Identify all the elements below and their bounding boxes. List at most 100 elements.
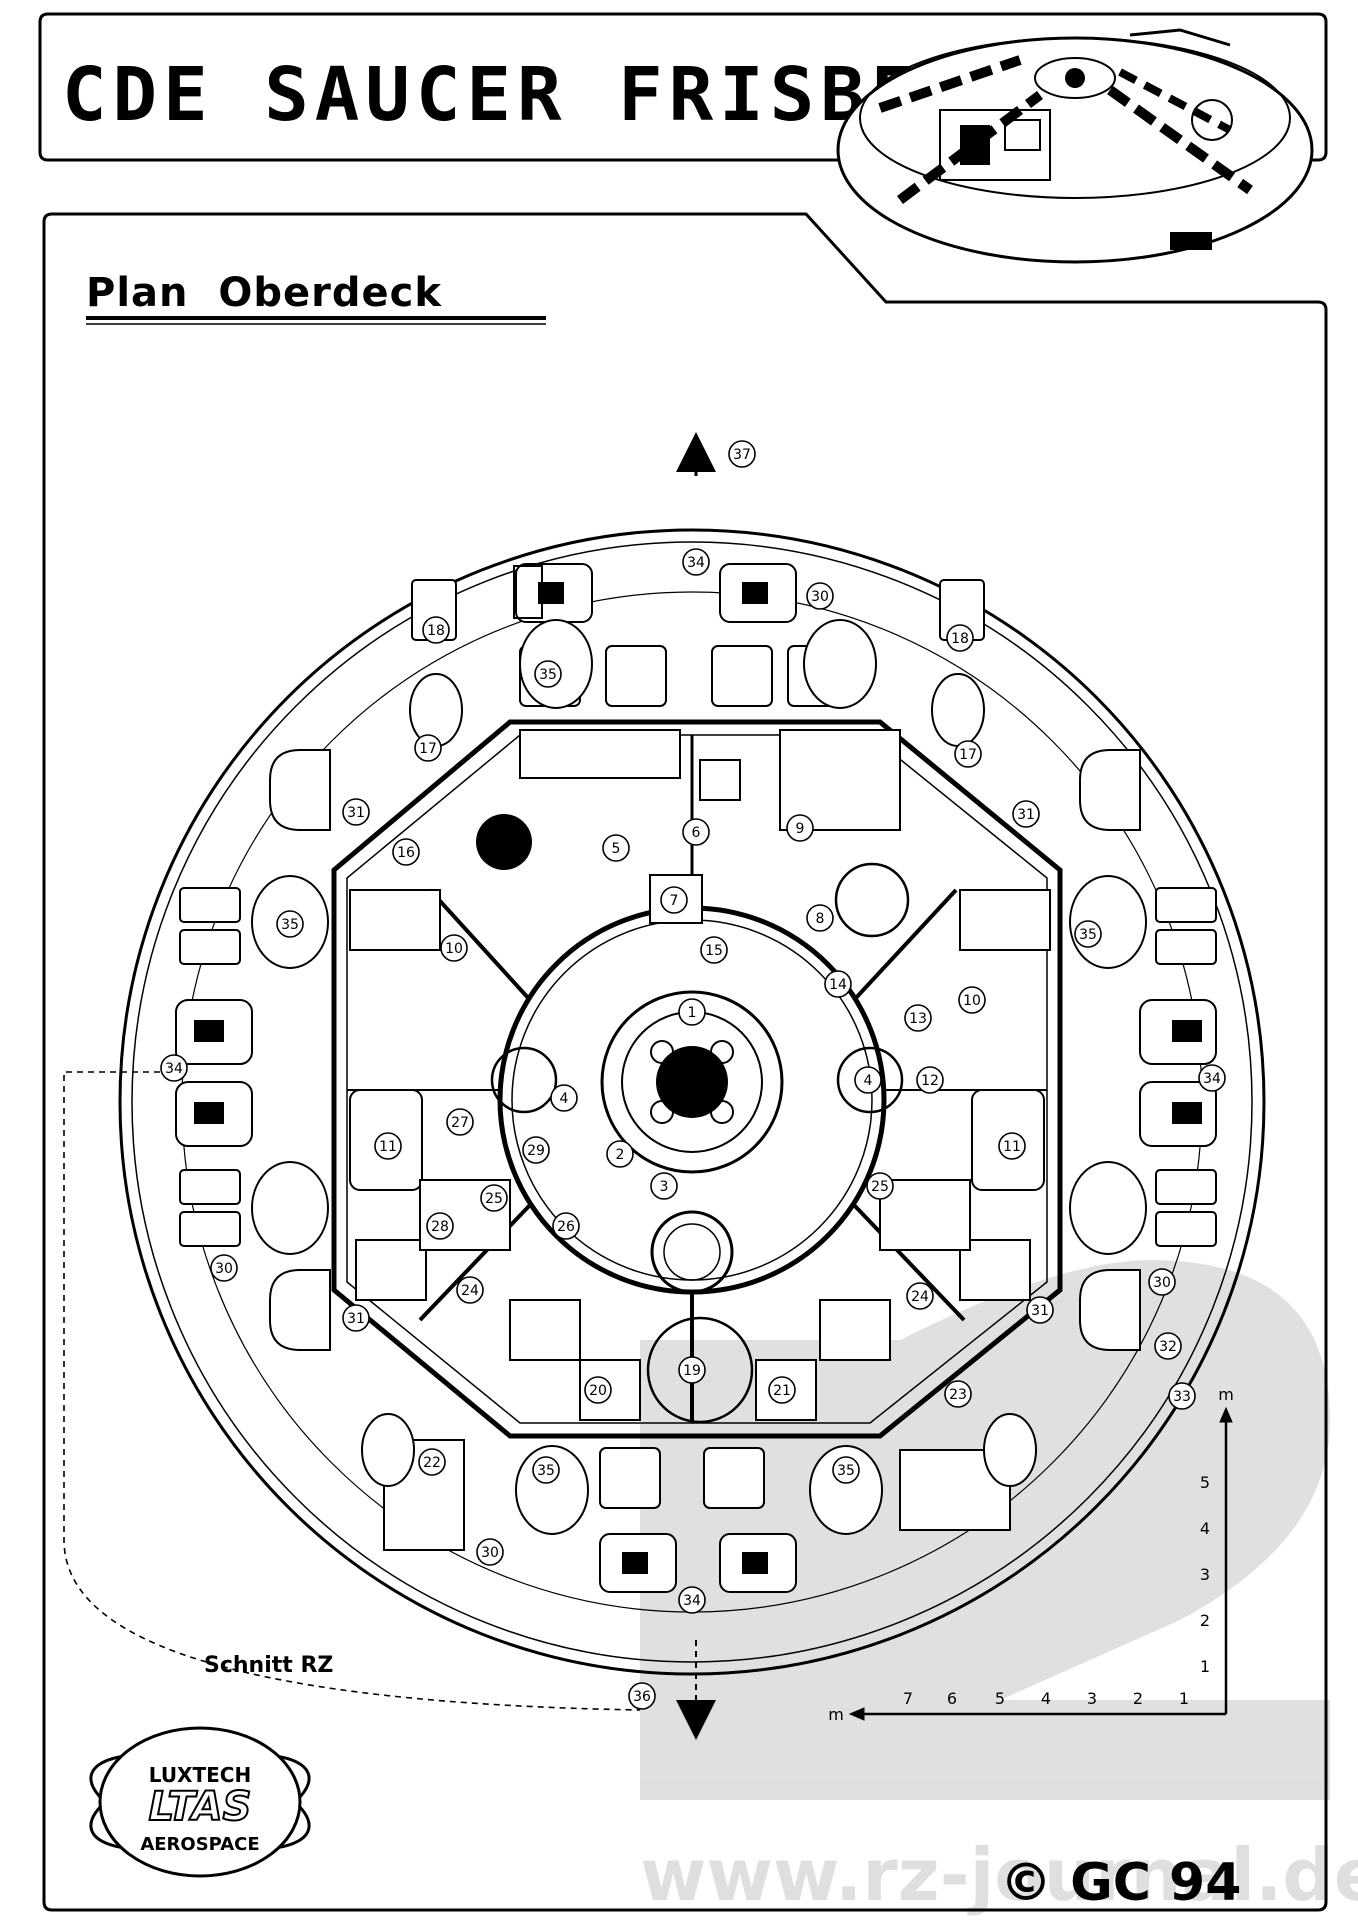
callout-18: 18 [422, 616, 450, 644]
callout-15: 15 [700, 936, 728, 964]
callout-36: 36 [628, 1682, 656, 1710]
callout-number: 10 [445, 941, 463, 957]
callout-number: 20 [589, 1383, 607, 1399]
callout-3: 3 [650, 1172, 678, 1200]
callout-circle [682, 818, 710, 846]
callout-number: 8 [816, 911, 825, 927]
watermark-text: www.rz-journal.de [640, 1833, 1358, 1917]
callout-circle [700, 936, 728, 964]
callout-37: 37 [728, 440, 756, 468]
callout-number: 2 [616, 1147, 625, 1163]
luxtech-logo: LUXTECH LTAS AEROSPACE [89, 1726, 311, 1878]
callout-circle [824, 970, 852, 998]
callout-circle [1148, 1268, 1176, 1296]
callout-34: 34 [682, 548, 710, 576]
scale-tick-horizontal: 7 [903, 1689, 913, 1708]
scale-tick-horizontal: 3 [1087, 1689, 1097, 1708]
callout-number: 33 [1173, 1389, 1191, 1405]
callout-circle [606, 1140, 634, 1168]
callout-circle [480, 1184, 508, 1212]
callout-34: 34 [1198, 1064, 1226, 1092]
callout-30: 30 [210, 1254, 238, 1282]
callout-30: 30 [1148, 1268, 1176, 1296]
logo-top-text: LUXTECH [149, 1763, 251, 1787]
callout-number: 34 [683, 1593, 701, 1609]
callout-circle [602, 834, 630, 862]
callout-circle [906, 1282, 934, 1310]
callout-number: 29 [527, 1143, 545, 1159]
callout-circle [660, 886, 688, 914]
callout-32: 32 [1154, 1332, 1182, 1360]
callout-number: 4 [864, 1073, 873, 1089]
central-core [476, 814, 910, 1424]
callout-circle [210, 1254, 238, 1282]
callout-number: 31 [347, 1311, 365, 1327]
callout-20: 20 [584, 1376, 612, 1404]
callout-27: 27 [446, 1108, 474, 1136]
callout-number: 30 [481, 1545, 499, 1561]
callout-number: 35 [837, 1463, 855, 1479]
callout-circle [422, 616, 450, 644]
callout-circle [534, 660, 562, 688]
forward-arrow [676, 432, 716, 472]
perimeter-modules [175, 563, 1217, 1593]
callout-circle [160, 1054, 188, 1082]
callout-1: 1 [678, 998, 706, 1026]
callout-17: 17 [954, 740, 982, 768]
callout-circle [1026, 1296, 1054, 1324]
callout-circle [678, 1356, 706, 1384]
scale-tick-vertical: 1 [1200, 1657, 1210, 1676]
callout-number: 34 [165, 1061, 183, 1077]
callout-11: 11 [998, 1132, 1026, 1160]
callout-circle [374, 1132, 402, 1160]
callout-24: 24 [906, 1282, 934, 1310]
callout-number: 36 [633, 1689, 651, 1705]
callout-21: 21 [768, 1376, 796, 1404]
callout-circle [426, 1212, 454, 1240]
callout-circle [414, 734, 442, 762]
callout-number: 10 [963, 993, 981, 1009]
scale-unit-vertical: m [1218, 1385, 1234, 1404]
callout-35: 35 [832, 1456, 860, 1484]
scale-tick-vertical: 2 [1200, 1611, 1210, 1630]
section-cut-line [63, 1071, 641, 1711]
callout-number: 34 [1203, 1071, 1221, 1087]
callout-number: 6 [692, 825, 701, 841]
page-title: CDE SAUCER FRISBEE [62, 52, 972, 138]
callout-circle [806, 904, 834, 932]
callout-circle [916, 1066, 944, 1094]
callout-4: 4 [854, 1066, 882, 1094]
callout-number: 30 [215, 1261, 233, 1277]
callout-circle [904, 1004, 932, 1032]
callout-2: 2 [606, 1140, 634, 1168]
callout-25: 25 [866, 1172, 894, 1200]
plan-title: Plan Oberdeck [86, 270, 442, 316]
callout-7: 7 [660, 886, 688, 914]
callout-26: 26 [552, 1212, 580, 1240]
scale-tick-horizontal: 5 [995, 1689, 1005, 1708]
callout-circle [392, 838, 420, 866]
callout-number: 35 [281, 917, 299, 933]
callout-circle [682, 548, 710, 576]
callout-13: 13 [904, 1004, 932, 1032]
callout-circle [946, 624, 974, 652]
callout-circle [276, 910, 304, 938]
callout-28: 28 [426, 1212, 454, 1240]
callout-23: 23 [944, 1380, 972, 1408]
callout-24: 24 [456, 1276, 484, 1304]
callout-number: 19 [683, 1363, 701, 1379]
callout-circle [476, 1538, 504, 1566]
callout-number: 5 [612, 841, 621, 857]
callout-circle [866, 1172, 894, 1200]
callout-number: 28 [431, 1219, 449, 1235]
callout-circle [728, 440, 756, 468]
callout-circle [440, 934, 468, 962]
copyright: © GC 94 [1000, 1853, 1241, 1913]
callout-30: 30 [806, 582, 834, 610]
callout-number: 35 [539, 667, 557, 683]
callout-circle [584, 1376, 612, 1404]
direction-arrows [676, 432, 716, 1740]
callout-35: 35 [276, 910, 304, 938]
callout-6: 6 [682, 818, 710, 846]
